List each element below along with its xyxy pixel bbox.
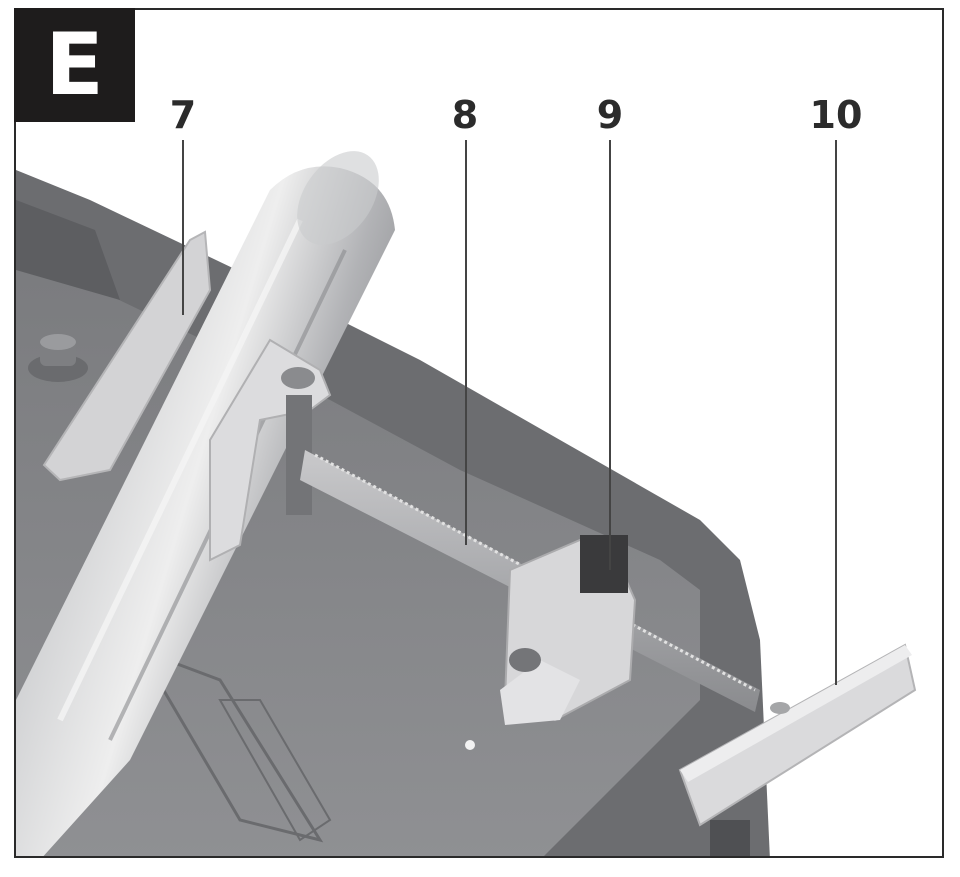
clamp-plate-7 bbox=[42, 230, 212, 482]
callout-8: 8 bbox=[451, 93, 479, 137]
callout-10: 10 bbox=[809, 93, 863, 137]
callout-9: 9 bbox=[596, 93, 624, 137]
callout-7: 7 bbox=[169, 93, 197, 137]
figure-letter: E bbox=[14, 8, 135, 122]
callout-leader-lines bbox=[182, 140, 837, 685]
